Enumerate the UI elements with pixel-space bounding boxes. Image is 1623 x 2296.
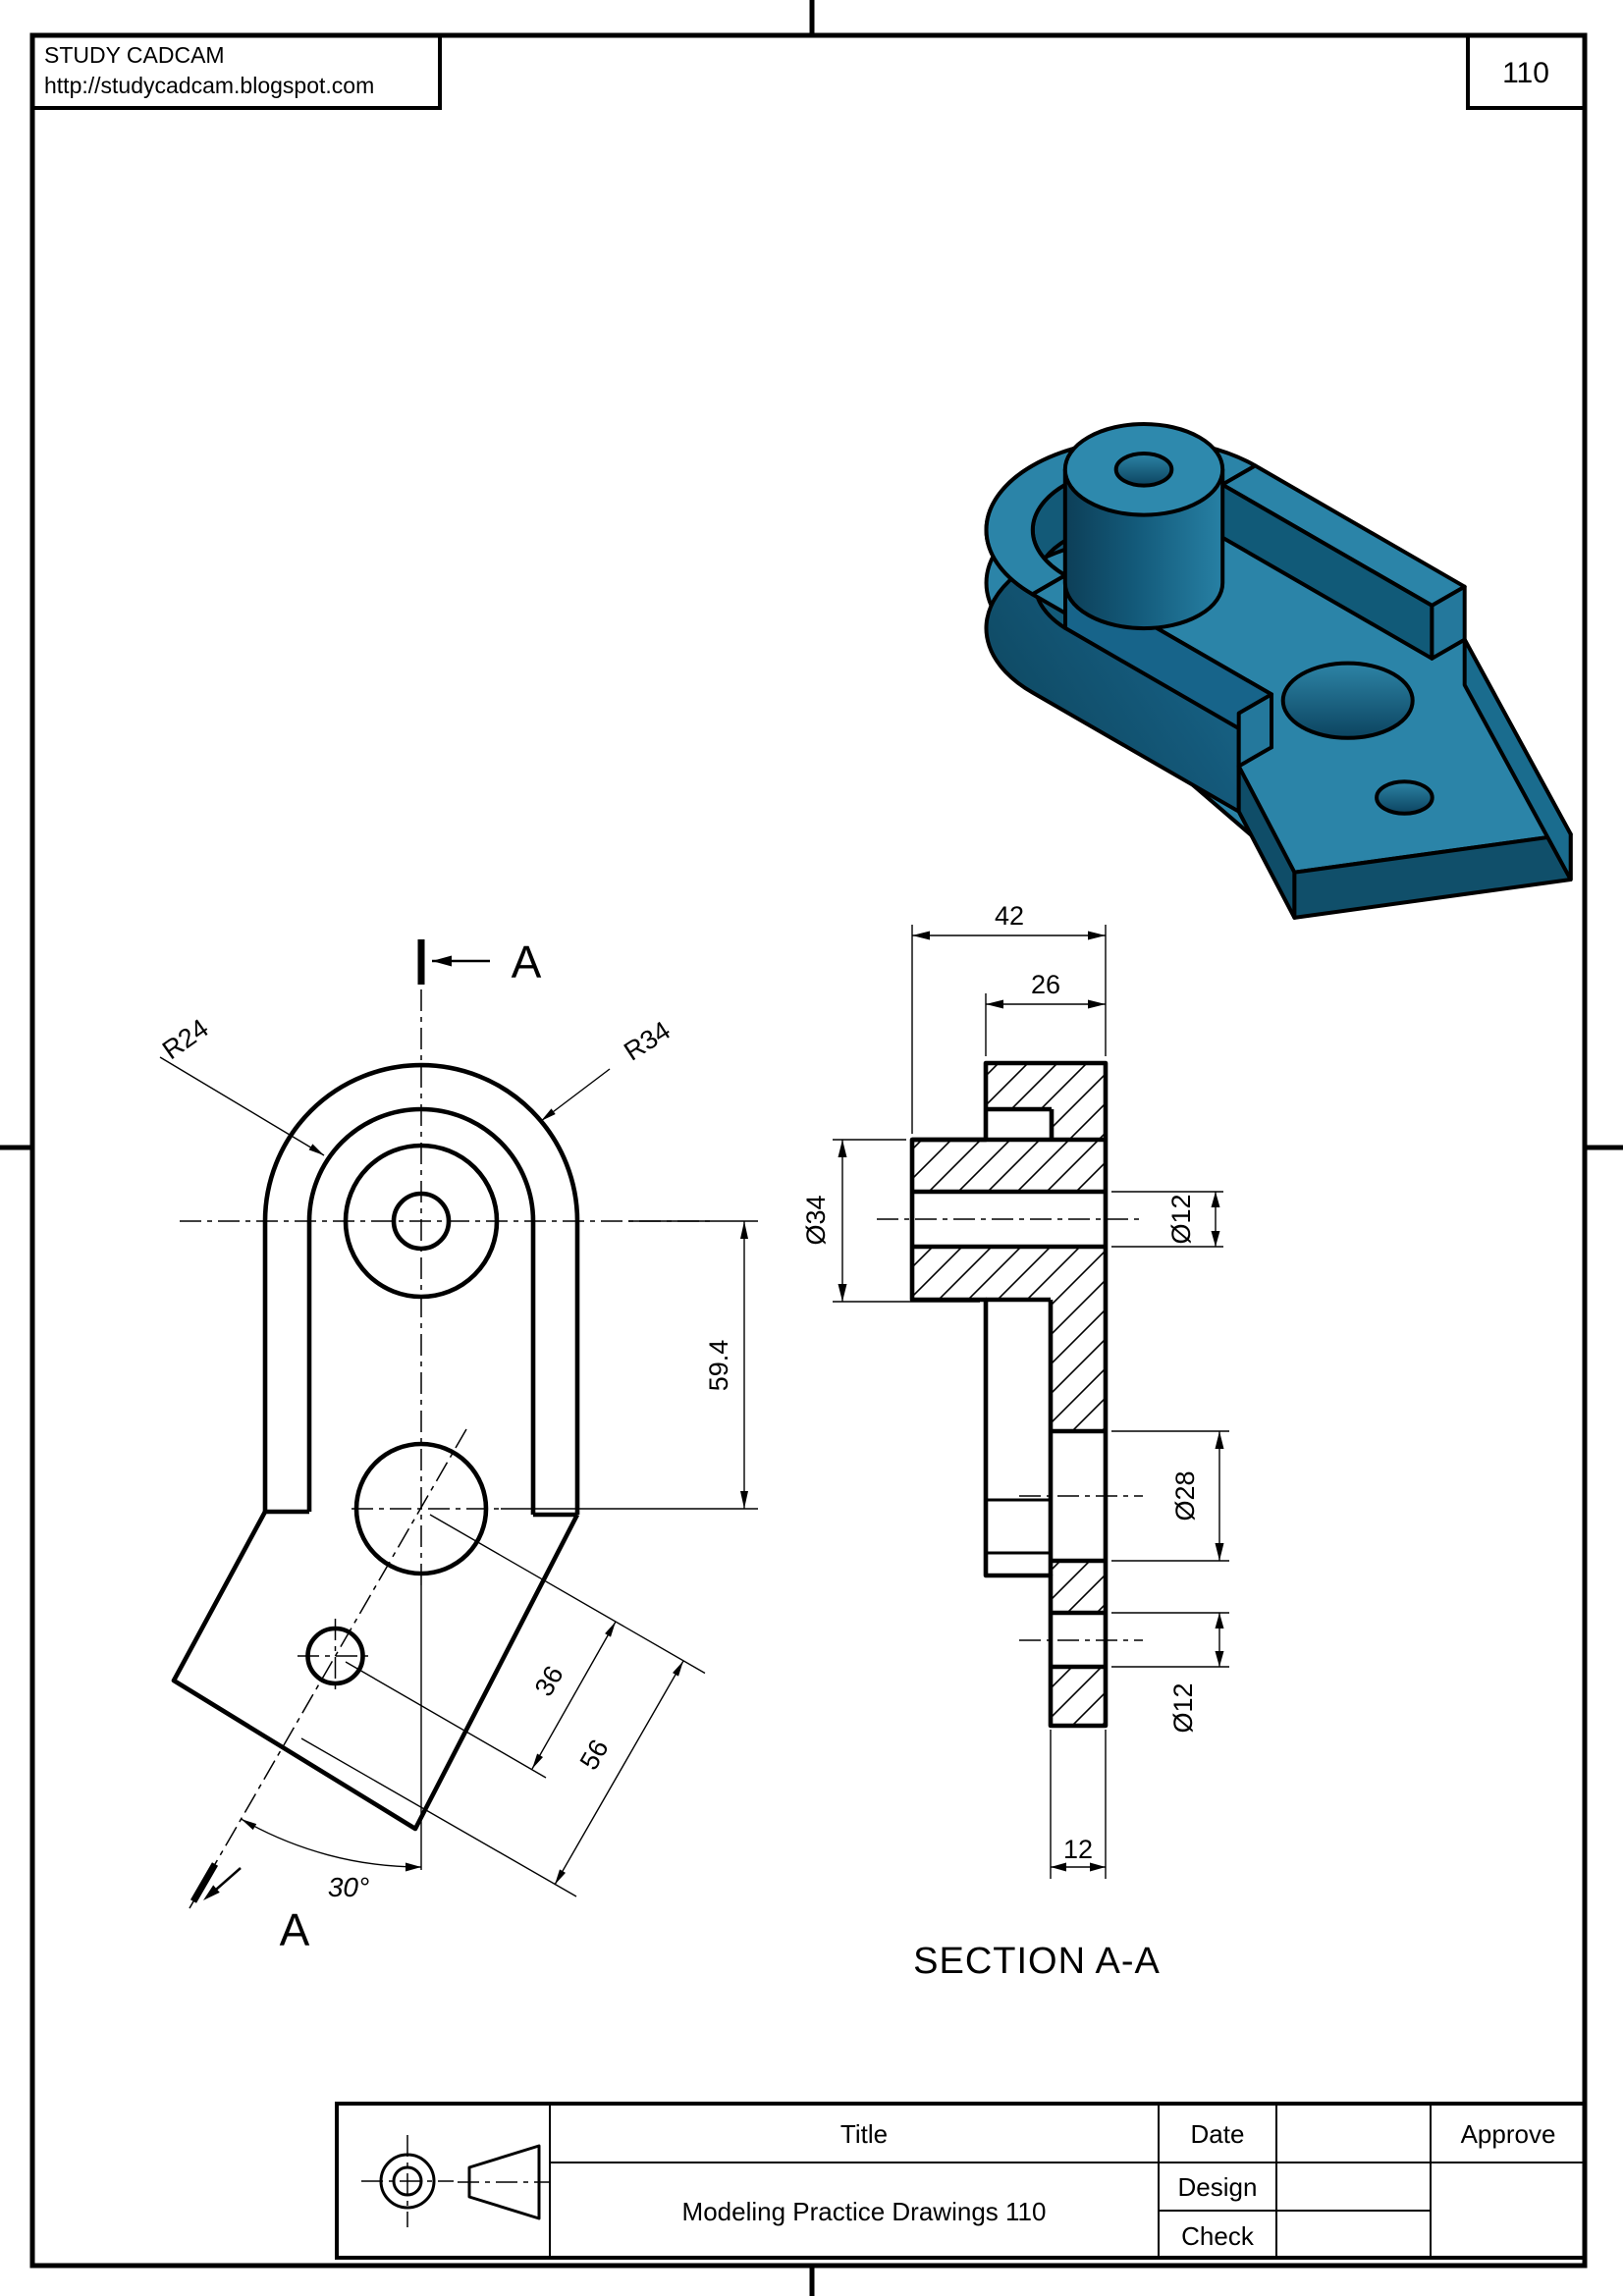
section-view: 42 26 Ø34 Ø12 Ø28 Ø12 12 SECTION A-A bbox=[801, 901, 1229, 1982]
front-view: A A R24 R34 59.4 36 56 30° bbox=[157, 936, 758, 1955]
r24-arrow bbox=[308, 1144, 324, 1155]
title-block-border bbox=[335, 2102, 1587, 2260]
dim-dia34-lines bbox=[833, 1139, 980, 1303]
sheet-number: 110 bbox=[1502, 57, 1549, 89]
dim-dia34-arrows bbox=[838, 1140, 847, 1302]
hatch-plate-1 bbox=[1051, 1300, 1106, 1431]
wall-arc-r24 bbox=[306, 1106, 536, 1222]
section-arrow-top bbox=[432, 955, 452, 967]
hatch-boss-upper bbox=[912, 1140, 1106, 1192]
check-label: Check bbox=[1181, 2221, 1255, 2251]
small-hole-circle bbox=[305, 1626, 365, 1686]
dim-594-label: 59.4 bbox=[704, 1340, 733, 1392]
title-block: Title Modeling Practice Drawings 110 Dat… bbox=[335, 2102, 1587, 2260]
hatch-wall bbox=[986, 1063, 1106, 1140]
projection-cone bbox=[467, 2144, 541, 2220]
dim-56-label: 56 bbox=[574, 1735, 615, 1775]
section-caption: SECTION A-A bbox=[913, 1941, 1161, 1982]
dim-26-label: 26 bbox=[1031, 970, 1060, 999]
iso-wall-end-left bbox=[1236, 692, 1273, 769]
hatch-plate-2 bbox=[1051, 1561, 1106, 1613]
date-label: Date bbox=[1191, 2119, 1245, 2149]
outer-arc-r34 bbox=[262, 1062, 580, 1222]
dim-dia12b-label: Ø12 bbox=[1168, 1682, 1198, 1733]
section-centerlines bbox=[877, 1218, 1143, 1641]
dim-12-label: 12 bbox=[1063, 1835, 1093, 1864]
title-value: Modeling Practice Drawings 110 bbox=[682, 2197, 1047, 2226]
dim-dia12b-lines bbox=[1111, 1612, 1229, 1668]
dim-36-line bbox=[531, 1621, 617, 1770]
company-url: http://studycadcam.blogspot.com bbox=[44, 73, 374, 98]
section-label-bottom: A bbox=[280, 1904, 310, 1955]
big-hole-circle bbox=[353, 1441, 489, 1576]
dim-dia12b-arrows bbox=[1215, 1613, 1224, 1667]
title-label: Title bbox=[840, 2119, 888, 2149]
iso-wall-top-annulus bbox=[984, 437, 1258, 597]
approve-label: Approve bbox=[1461, 2119, 1556, 2149]
iso-tail-right-band bbox=[1462, 637, 1573, 881]
dim-12-arrows bbox=[1051, 1862, 1106, 1872]
r24-leader bbox=[159, 1056, 325, 1156]
sheet-number-box bbox=[1466, 33, 1587, 110]
angle-arc bbox=[241, 1818, 422, 1868]
dim-dia28-lines bbox=[1111, 1430, 1229, 1562]
isometric-view bbox=[984, 422, 1573, 920]
dim-42-lines bbox=[911, 925, 1107, 1134]
wall-end-edges bbox=[265, 1509, 577, 1518]
design-label: Design bbox=[1178, 2172, 1258, 2202]
angle-arrows bbox=[241, 1819, 421, 1872]
boss-circle bbox=[343, 1143, 500, 1300]
small-hole-crosshair bbox=[298, 1619, 373, 1694]
hatch-boss-lower bbox=[912, 1247, 1106, 1300]
dim-dia12t-arrows bbox=[1211, 1192, 1220, 1247]
dim-dia12t-label: Ø12 bbox=[1166, 1194, 1196, 1244]
section-wall-end-edges bbox=[986, 1498, 1051, 1555]
dim-42-label: 42 bbox=[995, 901, 1024, 931]
company-name: STUDY CADCAM bbox=[44, 42, 225, 68]
section-tick-bottom bbox=[189, 1862, 219, 1903]
wall-edges bbox=[262, 1221, 580, 1515]
dim-26-lines bbox=[985, 993, 1106, 1056]
header-box bbox=[30, 33, 442, 110]
third-angle-projection-icon bbox=[361, 2135, 550, 2227]
r34-label: R34 bbox=[619, 1015, 676, 1066]
dim-36-label: 36 bbox=[529, 1661, 569, 1701]
projection-circle-centerlines bbox=[361, 2135, 454, 2227]
iso-wall-end-right bbox=[1430, 584, 1467, 661]
angle-label: 30° bbox=[328, 1872, 369, 1902]
dim-3656-extensions bbox=[300, 1514, 706, 1897]
dim-594-extensions bbox=[501, 1220, 758, 1510]
boss-hole-circle bbox=[391, 1191, 452, 1252]
dim-56-line bbox=[554, 1660, 684, 1886]
title-block-grid bbox=[549, 2104, 1585, 2258]
dim-dia34-label: Ø34 bbox=[801, 1195, 831, 1245]
r24-label: R24 bbox=[157, 1013, 214, 1065]
iso-boss-hole bbox=[1113, 452, 1174, 488]
section-arrow-bottom bbox=[203, 1885, 220, 1900]
iso-big-hole bbox=[1280, 661, 1415, 740]
border-rect bbox=[29, 32, 1588, 2269]
section-label-top: A bbox=[512, 936, 542, 988]
centerline-inclined bbox=[189, 1428, 467, 1909]
tail-outline bbox=[171, 1510, 580, 1832]
dim-dia28-label: Ø28 bbox=[1170, 1470, 1200, 1521]
hatch-plate-3 bbox=[1051, 1667, 1106, 1726]
iso-small-hole bbox=[1375, 779, 1434, 816]
r34-arrow bbox=[541, 1108, 556, 1121]
section-inner-edges bbox=[912, 1106, 1106, 1670]
